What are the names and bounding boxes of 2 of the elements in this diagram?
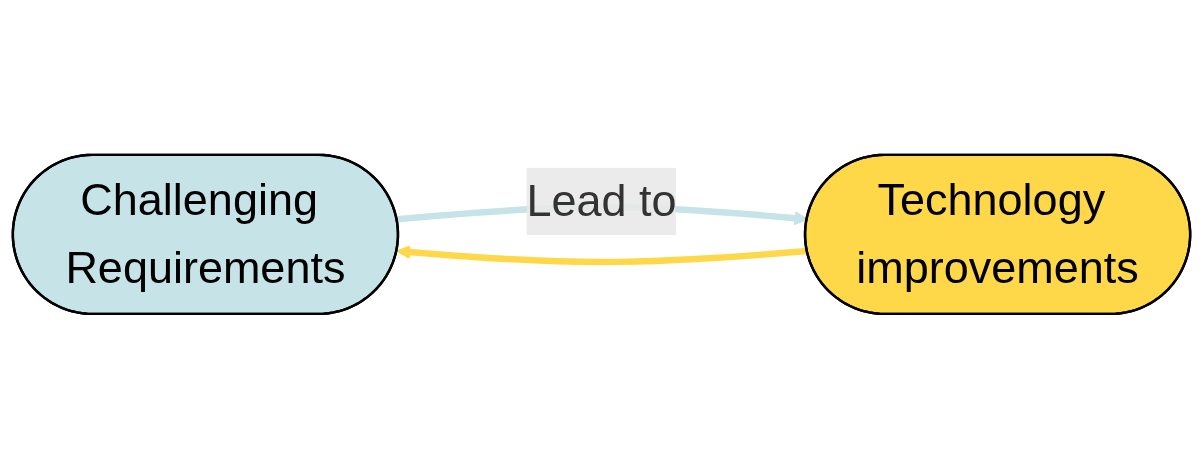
edge-label: Lead to [526, 175, 677, 226]
arrow [396, 245, 808, 266]
